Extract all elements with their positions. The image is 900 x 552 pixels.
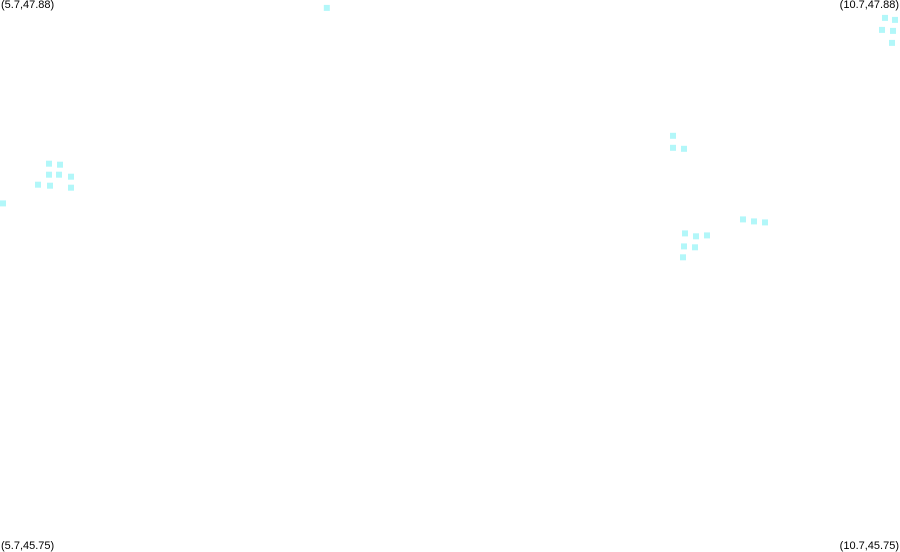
map-point[interactable] — [57, 161, 63, 168]
map-point[interactable] — [882, 14, 888, 21]
corner-label-top-left: (5.7,47.88) — [1, 0, 55, 11]
map-point[interactable] — [680, 254, 686, 261]
map-point[interactable] — [46, 171, 52, 178]
map-point[interactable] — [0, 200, 6, 207]
map-point[interactable] — [323, 4, 330, 11]
map-point[interactable] — [35, 181, 41, 188]
map-point[interactable] — [751, 218, 757, 225]
map-point[interactable] — [682, 230, 688, 237]
map-point[interactable] — [68, 184, 74, 191]
map-point[interactable] — [670, 132, 676, 139]
map-point[interactable] — [704, 232, 710, 239]
map-point[interactable] — [889, 39, 895, 46]
map-point[interactable] — [56, 171, 62, 178]
corner-label-bottom-left: (5.7,45.75) — [1, 540, 55, 552]
map-point[interactable] — [892, 16, 898, 23]
map-point[interactable] — [762, 219, 768, 226]
map-point[interactable] — [693, 233, 699, 240]
map-point[interactable] — [670, 144, 676, 151]
map-point[interactable] — [681, 243, 687, 250]
map-point[interactable] — [740, 216, 746, 223]
map-point[interactable] — [47, 182, 53, 189]
corner-label-bottom-right: (10.7,45.75) — [839, 540, 899, 552]
map-point[interactable] — [681, 145, 687, 152]
corner-label-top-right: (10.7,47.88) — [839, 0, 899, 11]
map-point[interactable] — [46, 160, 52, 167]
map-point[interactable] — [890, 27, 896, 34]
map-point[interactable] — [692, 244, 698, 251]
map-point[interactable] — [68, 173, 74, 180]
map-point[interactable] — [879, 26, 885, 33]
